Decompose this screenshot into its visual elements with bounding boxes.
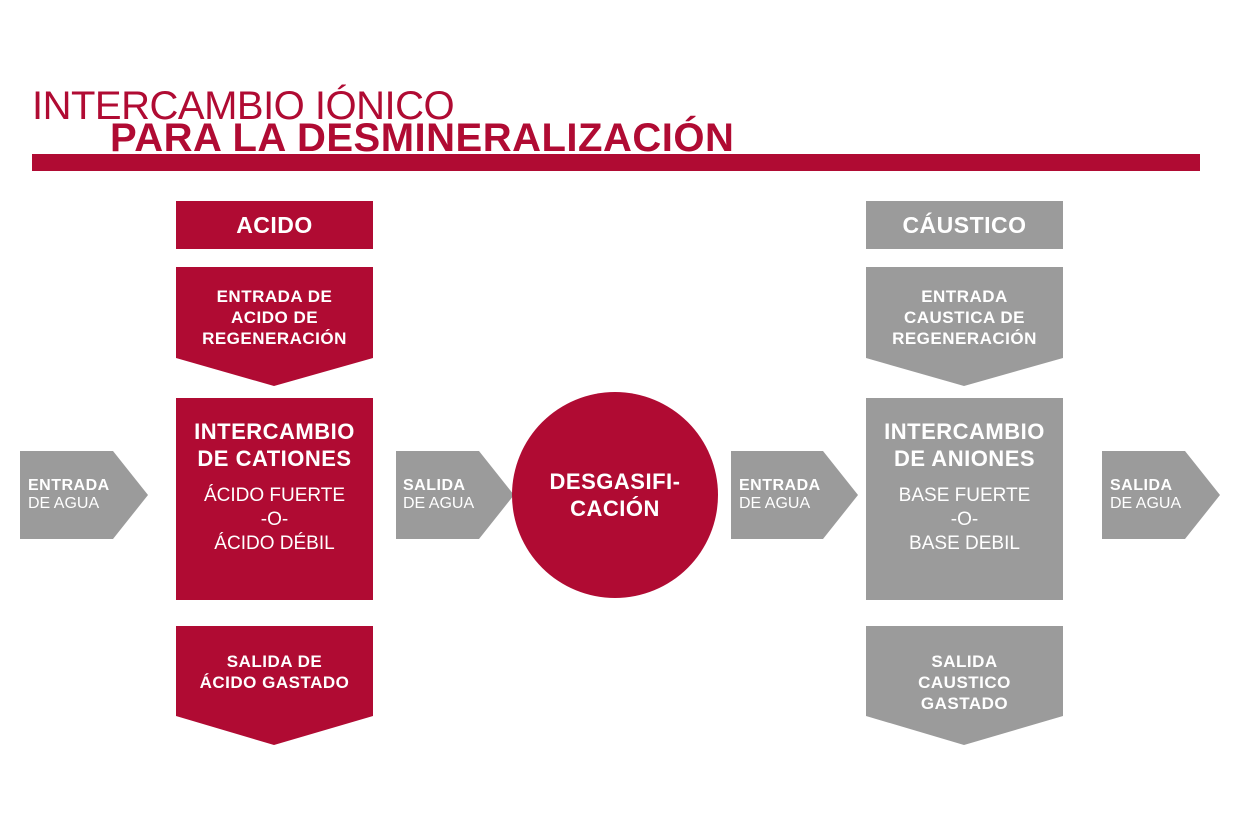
cation-exchanger: INTERCAMBIO DE CATIONES ÁCIDO FUERTE -O-… (176, 398, 373, 600)
anion-outlet-shape (866, 626, 1063, 745)
cation-inlet-line-1: ENTRADA DE (216, 287, 333, 306)
degasifier-line-1: DESGASIFI- (549, 469, 681, 494)
cation-outlet-shape (176, 626, 373, 745)
anion-outlet-line-3: GASTADO (920, 694, 1009, 713)
water-in-1-label: ENTRADA DE AGUA (28, 477, 110, 513)
cation-exchanger-sub-2: -O- (260, 509, 289, 530)
anion-exchanger-title-2: DE ANIONES (893, 446, 1036, 471)
acid-header: ACIDO (176, 201, 373, 249)
water-in-2-normal: DE AGUA (739, 495, 811, 512)
anion-inlet-line-3: REGENERACIÓN (892, 329, 1037, 348)
anion-inlet-line-1: ENTRADA (921, 287, 1008, 306)
cation-exchanger-title-2: DE CATIONES (197, 446, 352, 471)
water-out-2-bold: SALIDA (1110, 477, 1173, 494)
water-out-1-bold: SALIDA (403, 477, 466, 494)
degasifier: DESGASIFI- CACIÓN (512, 392, 718, 598)
anion-outlet-line-2: CAUSTICO (918, 673, 1011, 692)
water-out-1-shape (396, 451, 514, 539)
water-in-1-normal: DE AGUA (28, 495, 100, 512)
water-out-2-label: SALIDA DE AGUA (1110, 477, 1181, 513)
cation-exchanger-title-1: INTERCAMBIO (194, 419, 355, 444)
title-line-1: INTERCAMBIO IÓNICO (32, 84, 455, 128)
cation-exchanger-sub-3: ÁCIDO DÉBIL (214, 533, 335, 554)
anion-exchanger-sub-1: BASE FUERTE (898, 485, 1031, 506)
water-out-2-normal: DE AGUA (1110, 495, 1182, 512)
water-in-2-shape (731, 451, 858, 539)
anion-inlet-line-2: CAUSTICA DE (903, 308, 1026, 327)
anion-exchanger-sub-2: -O- (950, 509, 979, 530)
cation-inlet-line-2: ACIDO DE (230, 308, 319, 327)
anion-exchanger-sub-3: BASE DEBIL (909, 533, 1020, 554)
cation-outlet-line-1: SALIDA DE (226, 652, 323, 671)
water-in-2-bold: ENTRADA (739, 477, 821, 494)
anion-exchanger: INTERCAMBIO DE ANIONES BASE FUERTE -O- B… (866, 398, 1063, 600)
anion-inlet-shape (866, 267, 1063, 386)
title-rule (32, 154, 1200, 171)
water-in-1-shape (20, 451, 148, 539)
cation-outlet-line-2: ÁCIDO GASTADO (199, 673, 350, 692)
water-in-2-label: ENTRADA DE AGUA (739, 477, 821, 513)
caustic-header: CÁUSTICO (866, 201, 1063, 249)
anion-outlet-label: SALIDA CAUSTICO GASTADO (866, 651, 1063, 714)
water-in-1-bold: ENTRADA (28, 477, 110, 494)
degasifier-line-2: CACIÓN (570, 496, 660, 521)
cation-inlet-line-3: REGENERACIÓN (202, 329, 347, 348)
cation-exchanger-sub-1: ÁCIDO FUERTE (203, 485, 346, 506)
anion-inlet-label: ENTRADA CAUSTICA DE REGENERACIÓN (866, 286, 1063, 349)
anion-outlet-line-1: SALIDA (931, 652, 998, 671)
water-out-1-normal: DE AGUA (403, 495, 475, 512)
water-out-2-shape (1102, 451, 1220, 539)
anion-exchanger-title-1: INTERCAMBIO (884, 419, 1045, 444)
cation-inlet-shape (176, 267, 373, 386)
water-out-1-label: SALIDA DE AGUA (403, 477, 474, 513)
cation-inlet-label: ENTRADA DE ACIDO DE REGENERACIÓN (176, 286, 373, 349)
cation-outlet-label: SALIDA DE ÁCIDO GASTADO (176, 651, 373, 693)
title-line-2: PARA LA DESMINERALIZACIÓN (110, 116, 735, 160)
